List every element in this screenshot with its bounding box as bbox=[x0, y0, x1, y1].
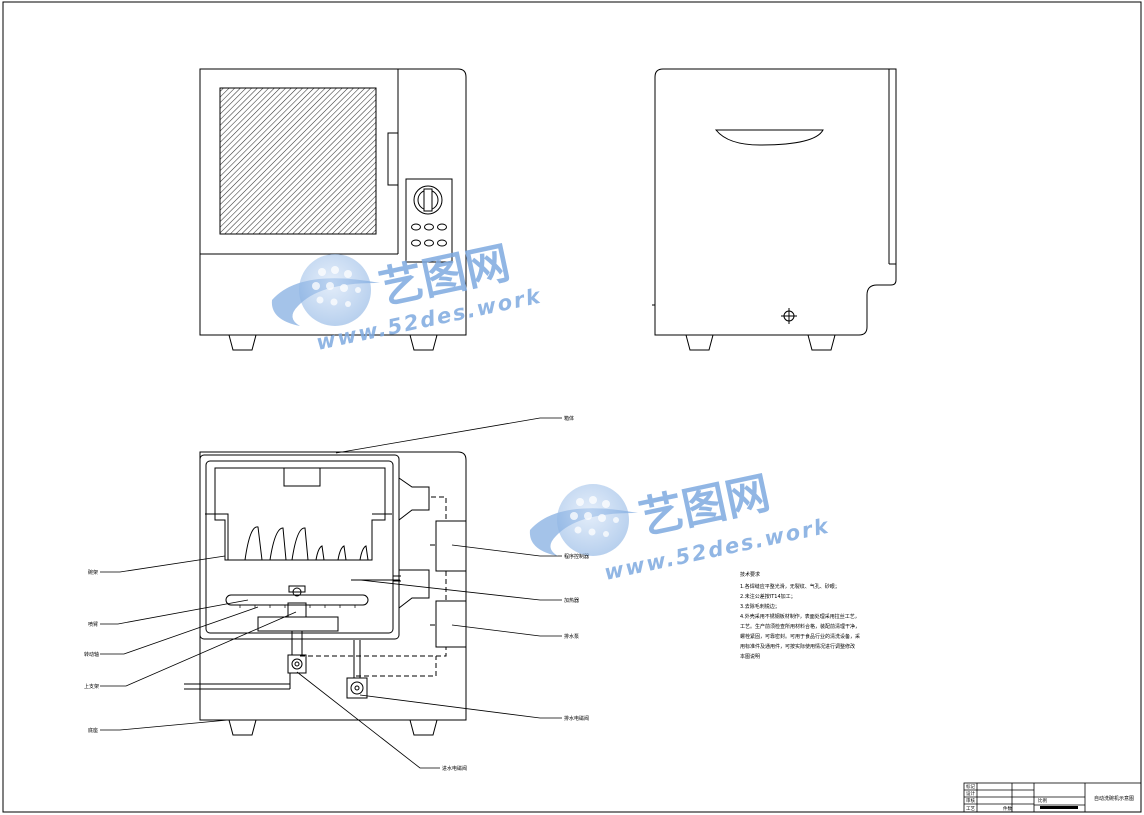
tech-note-line: 工艺。生产前须检查所用材料合格，装配前清理干净， bbox=[740, 623, 860, 630]
control-knob-icon bbox=[413, 185, 443, 215]
tech-note-line: 用标准件及通用件，可按实际使用情况进行调整修改 bbox=[740, 643, 855, 650]
side-handle bbox=[714, 129, 824, 146]
watermark-logo-1: 艺图网 www.52des.work bbox=[271, 237, 544, 355]
label-top-cover: 箱体 bbox=[564, 415, 574, 422]
panel-buttons bbox=[411, 223, 447, 247]
front-view bbox=[199, 68, 467, 351]
title-row-label: 工艺 bbox=[966, 806, 975, 812]
drain-valve bbox=[346, 677, 368, 699]
title-row-label: 设计 bbox=[966, 790, 975, 797]
tech-note-line: 本图说明 bbox=[740, 653, 760, 660]
title-block-text: 标记 设计 审核 工艺 比例 件数 自动洗碗机示意图 bbox=[966, 783, 1134, 812]
callout-leaders bbox=[100, 417, 562, 769]
label-spray-arm: 喷臂 bbox=[88, 621, 98, 628]
drawing-title: 自动洗碗机示意图 bbox=[1094, 795, 1134, 802]
tech-note-line: 2.未注公差按IT14加工； bbox=[740, 593, 796, 600]
label-inlet-valve: 进水电磁阀 bbox=[442, 765, 467, 772]
watermark-logo-2: 艺图网 www.52des.work bbox=[529, 467, 832, 585]
label-pump-motor: 排水泵 bbox=[564, 633, 579, 640]
pump-motor-box bbox=[435, 600, 467, 648]
label-rotary-seal: 转动轴 bbox=[84, 651, 99, 658]
control-panel bbox=[405, 178, 453, 263]
tech-note-line: 螺栓紧固，可靠密封。可用于食品行业的清洗设备，采 bbox=[740, 633, 860, 640]
section-view bbox=[184, 451, 467, 736]
title-scale-label: 比例 bbox=[1038, 797, 1047, 804]
label-lower-pump: 上支架 bbox=[84, 683, 99, 690]
label-drain-valve: 排水电磁阀 bbox=[564, 715, 589, 722]
tech-notes-title: 技术要求 bbox=[740, 571, 760, 578]
label-rack: 碗架 bbox=[88, 569, 98, 576]
side-view bbox=[652, 68, 897, 351]
title-unit-label: 件数 bbox=[1003, 805, 1012, 812]
dish-rack bbox=[214, 467, 386, 561]
title-row-label: 标记 bbox=[966, 783, 975, 790]
tech-note-line: 3.去除毛刺锐边； bbox=[740, 603, 780, 610]
callout-labels: 箱体 碗架 喷臂 转动轴 上支架 底座 进水电磁阀 程序控制器 加热器 排水泵 … bbox=[84, 415, 589, 772]
technical-notes: 技术要求 1.各焊缝应平整光滑，无裂纹、气孔、砂眼； 2.未注公差按IT14加工… bbox=[740, 571, 860, 660]
inlet-valve bbox=[287, 654, 307, 674]
title-row-label: 审核 bbox=[966, 797, 975, 804]
label-heater: 加热器 bbox=[564, 597, 579, 604]
label-base: 底座 bbox=[88, 727, 98, 734]
controller-box bbox=[435, 520, 467, 572]
tech-note-line: 4.外壳采用不锈钢板材制作，表面处理采用拉丝工艺， bbox=[740, 613, 860, 620]
title-block bbox=[963, 782, 1142, 813]
tech-note-line: 1.各焊缝应平整光滑，无裂纹、气孔、砂眼； bbox=[740, 583, 840, 590]
spray-arm bbox=[225, 594, 369, 606]
label-controller: 程序控制器 bbox=[564, 553, 589, 560]
